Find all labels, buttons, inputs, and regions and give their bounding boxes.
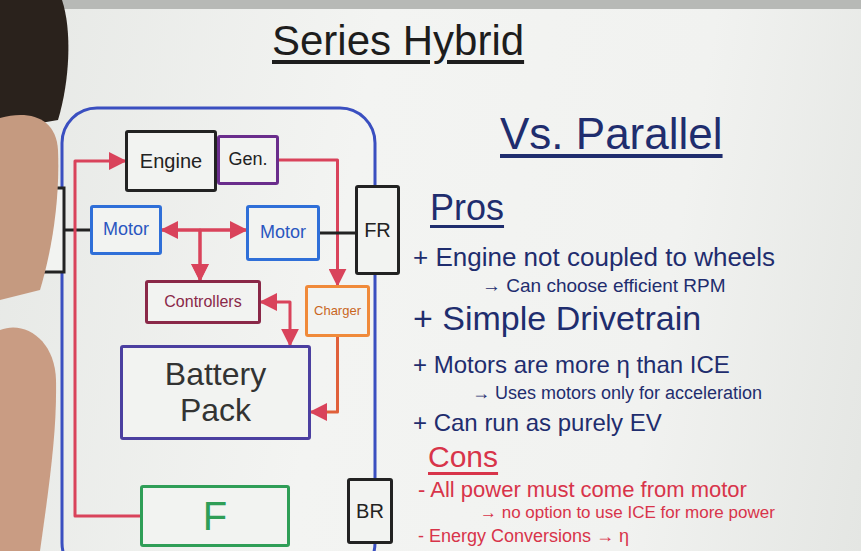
connector bbox=[311, 337, 338, 412]
battery-box: Battery Pack bbox=[120, 345, 311, 440]
wheel-box: FR bbox=[355, 185, 400, 275]
presenter-face bbox=[0, 115, 58, 300]
motor-box: Motor bbox=[246, 205, 320, 261]
connector bbox=[200, 230, 246, 280]
wheel-box: BR bbox=[347, 478, 393, 544]
charger-box: Charger bbox=[305, 285, 370, 337]
connector bbox=[320, 232, 355, 235]
con-item: - Energy Conversions → η bbox=[418, 527, 629, 547]
box-label: FR bbox=[364, 219, 391, 241]
box-label: Motor bbox=[103, 220, 149, 240]
con-item: - All power must come from motor bbox=[418, 478, 747, 502]
list-heading: Pros bbox=[430, 188, 504, 228]
list-heading: Cons bbox=[428, 440, 498, 473]
pro-item: + Engine not coupled to wheels bbox=[413, 243, 775, 272]
box-label: Engine bbox=[140, 150, 202, 172]
title: Series Hybrid bbox=[272, 18, 524, 64]
car-outline bbox=[62, 108, 375, 551]
pro-item: + Can run as purely EV bbox=[413, 410, 662, 436]
pro-item: + Motors are more η than ICE bbox=[413, 352, 730, 378]
box-label: Gen. bbox=[228, 150, 267, 170]
generator-box: Gen. bbox=[217, 135, 279, 185]
connector bbox=[162, 230, 200, 280]
pro-item: + Simple Drivetrain bbox=[413, 300, 701, 337]
section-heading: Vs. Parallel bbox=[500, 110, 723, 158]
fuel-box: F bbox=[140, 485, 290, 547]
box-label: Battery Pack bbox=[129, 357, 302, 427]
box-label: Motor bbox=[260, 223, 306, 243]
box-label: F bbox=[203, 494, 227, 538]
axle-line bbox=[64, 229, 90, 232]
motor-box: Motor bbox=[90, 205, 162, 255]
box-label: Controllers bbox=[164, 293, 241, 311]
box-label: BR bbox=[356, 500, 384, 522]
pro-note: → Uses motors only for acceleration bbox=[472, 384, 762, 404]
presenter-hand bbox=[0, 327, 56, 551]
presenter-hair bbox=[0, 0, 68, 130]
pro-note: → Can choose efficient RPM bbox=[482, 276, 726, 297]
box-label: Charger bbox=[314, 304, 361, 318]
board-frame bbox=[0, 0, 861, 9]
connector bbox=[261, 302, 290, 345]
controller-box: Controllers bbox=[145, 280, 261, 324]
engine-box: Engine bbox=[125, 130, 217, 192]
con-note: → no option to use ICE for more power bbox=[480, 504, 775, 523]
